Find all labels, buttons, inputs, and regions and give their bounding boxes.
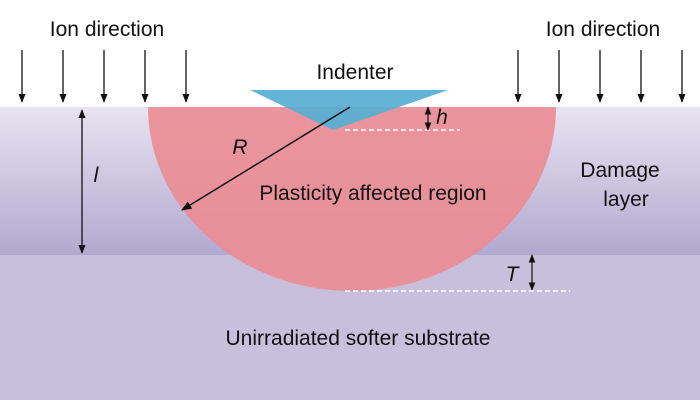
plastic-zone (148, 107, 556, 291)
layer-thickness-label: l (94, 164, 100, 187)
ion-arrows-right (514, 50, 686, 103)
ion-direction-label-left: Ion direction (50, 18, 164, 41)
ion-arrows-left (18, 50, 190, 103)
radius-label: R (232, 136, 247, 159)
radius-arrow (181, 106, 351, 211)
ion-direction-label-right: Ion direction (546, 18, 660, 41)
substrate-label: Unirradiated softer substrate (226, 327, 491, 350)
indenter-label: Indenter (316, 61, 393, 84)
damage-layer-label-line2: layer (603, 188, 649, 211)
damage-layer-label-line1: Damage (580, 159, 659, 182)
gap-label: T (506, 263, 521, 286)
indenter-shape (250, 90, 448, 130)
plastic-region-label: Plasticity affected region (259, 182, 486, 205)
depth-label: h (436, 106, 448, 129)
